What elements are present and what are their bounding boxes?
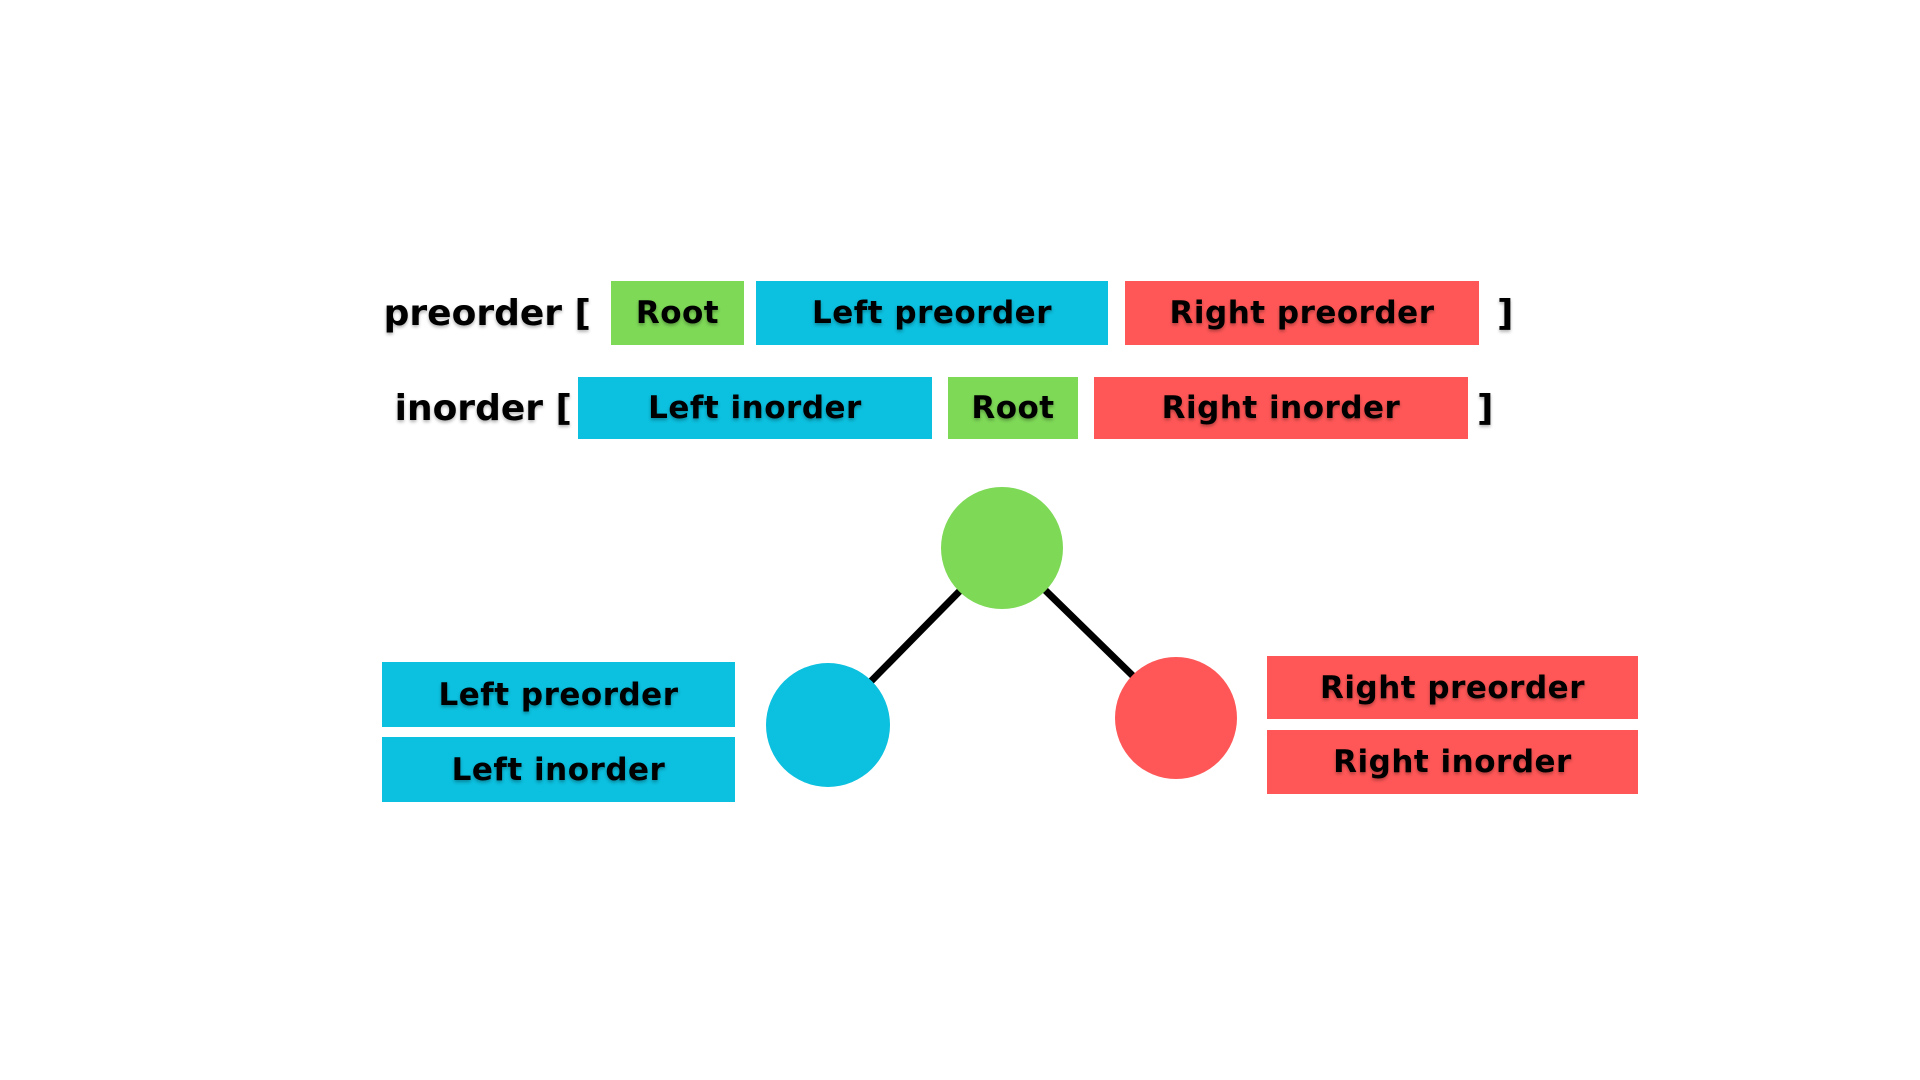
preorder-left-subtree-segment: Left preorder — [756, 281, 1108, 345]
inorder-right-subtree-segment: Right inorder — [1094, 377, 1468, 439]
root-node-circle — [941, 487, 1063, 609]
preorder-row-label: preorder [ — [383, 292, 591, 334]
left-subtree-preorder-box: Left preorder — [382, 662, 735, 727]
preorder-right-subtree-segment: Right preorder — [1125, 281, 1479, 345]
right-child-node-circle — [1115, 657, 1237, 779]
preorder-root-segment: Root — [611, 281, 744, 345]
left-child-node-circle — [766, 663, 890, 787]
left-subtree-inorder-box: Left inorder — [382, 737, 735, 802]
right-subtree-preorder-box: Right preorder — [1267, 656, 1638, 719]
right-subtree-inorder-box: Right inorder — [1267, 730, 1638, 794]
inorder-closing-bracket: ] — [1477, 387, 1494, 429]
inorder-left-subtree-segment: Left inorder — [578, 377, 932, 439]
inorder-root-segment: Root — [948, 377, 1078, 439]
inorder-row-label: inorder [ — [394, 387, 572, 429]
preorder-closing-bracket: ] — [1497, 292, 1514, 334]
